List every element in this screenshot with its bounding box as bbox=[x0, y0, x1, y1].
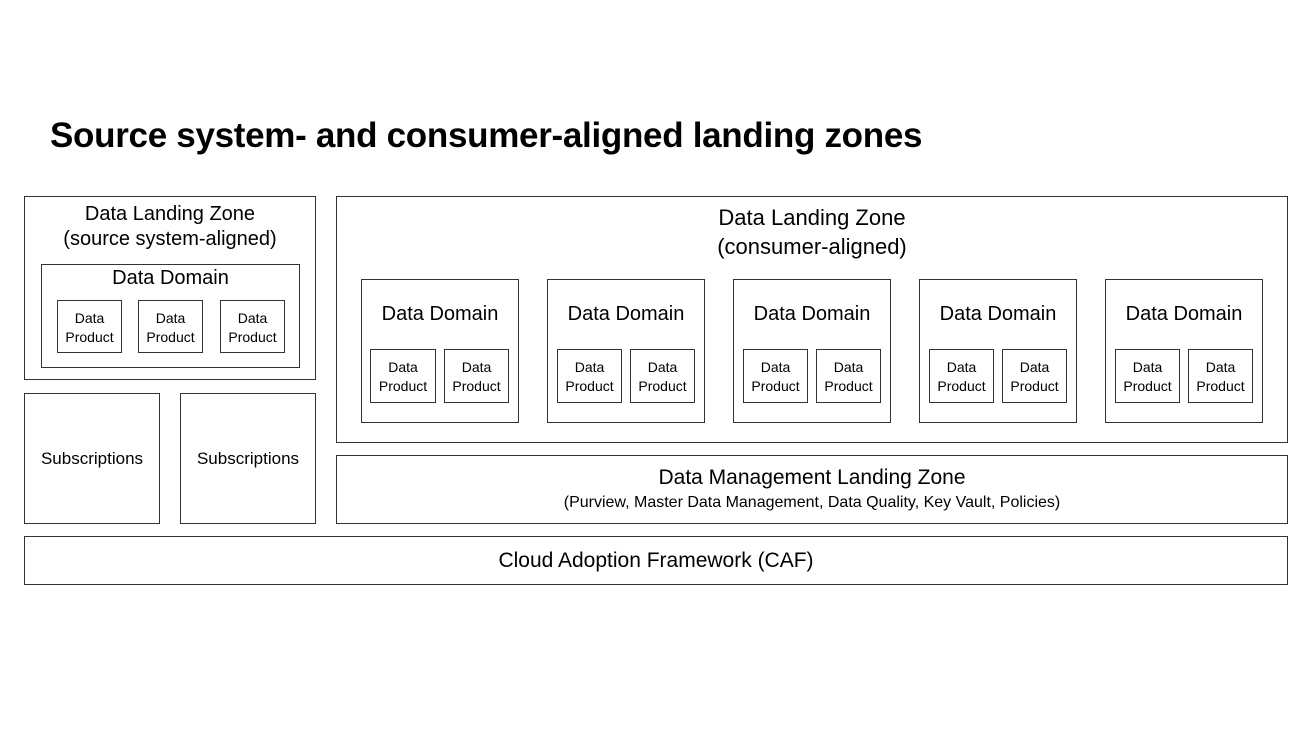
data-product-line2: Product bbox=[1196, 378, 1245, 394]
data-product-line1: Data bbox=[461, 359, 492, 375]
data-product-line1: Data bbox=[760, 359, 791, 375]
data-product-line1: Data bbox=[237, 310, 268, 326]
data-management-landing-zone: Data Management Landing Zone (Purview, M… bbox=[336, 455, 1288, 524]
consumer-zone-title-line1: Data Landing Zone bbox=[718, 205, 906, 230]
data-product-line1: Data bbox=[946, 359, 977, 375]
consumer-data-domain: Data Domain Data Product Data Product bbox=[733, 279, 891, 423]
data-product: Data Product bbox=[557, 349, 622, 403]
source-zone-title-line2: (source system-aligned) bbox=[63, 228, 277, 250]
management-zone-title: Data Management Landing Zone bbox=[658, 466, 966, 489]
data-product: Data Product bbox=[630, 349, 695, 403]
subscriptions-label: Subscriptions bbox=[40, 448, 144, 468]
subscriptions-box: Subscriptions bbox=[24, 393, 160, 524]
data-product-line1: Data bbox=[388, 359, 418, 375]
consumer-data-domain: Data Domain Data Product Data Product bbox=[361, 279, 519, 423]
data-product-line1: Data bbox=[574, 359, 605, 375]
data-product: Data Product bbox=[220, 300, 285, 353]
source-data-domain: Data Domain Data Product Data Product Da… bbox=[41, 264, 300, 368]
consumer-zone-title-line2: (consumer-aligned) bbox=[717, 234, 907, 259]
data-product-line1: Data bbox=[1132, 359, 1163, 375]
data-product: Data Product bbox=[370, 349, 436, 403]
page-title: Source system- and consumer-aligned land… bbox=[50, 116, 923, 155]
data-product: Data Product bbox=[138, 300, 203, 353]
source-landing-zone: Data Landing Zone (source system-aligned… bbox=[24, 196, 316, 380]
data-product-line2: Product bbox=[751, 378, 800, 394]
data-product: Data Product bbox=[444, 349, 509, 403]
data-product-line2: Product bbox=[565, 378, 614, 394]
data-product-line1: Data bbox=[647, 359, 678, 375]
data-domain-label: Data Domain bbox=[753, 303, 871, 325]
data-product-line1: Data bbox=[74, 310, 105, 326]
data-domain-label: Data Domain bbox=[1125, 303, 1243, 325]
data-product-line2: Product bbox=[452, 378, 501, 394]
data-product-line1: Data bbox=[1205, 359, 1236, 375]
data-product-line2: Product bbox=[638, 378, 687, 394]
data-domain-label: Data Domain bbox=[939, 303, 1057, 325]
data-product-line1: Data bbox=[1019, 359, 1050, 375]
data-product-line1: Data bbox=[833, 359, 864, 375]
consumer-data-domain: Data Domain Data Product Data Product bbox=[919, 279, 1077, 423]
subscriptions-box: Subscriptions bbox=[180, 393, 316, 524]
data-product: Data Product bbox=[1115, 349, 1180, 403]
data-product-line2: Product bbox=[146, 329, 195, 345]
data-product: Data Product bbox=[1188, 349, 1253, 403]
data-product: Data Product bbox=[57, 300, 122, 353]
source-zone-title-line1: Data Landing Zone bbox=[84, 203, 256, 225]
data-product: Data Product bbox=[929, 349, 994, 403]
data-product-line2: Product bbox=[824, 378, 873, 394]
data-product: Data Product bbox=[1002, 349, 1067, 403]
data-domain-label: Data Domain bbox=[112, 267, 229, 289]
data-product: Data Product bbox=[816, 349, 881, 403]
data-domain-label: Data Domain bbox=[381, 303, 499, 325]
data-product-line2: Product bbox=[228, 329, 277, 345]
subscriptions-label: Subscriptions bbox=[196, 448, 300, 468]
caf-bar: Cloud Adoption Framework (CAF) bbox=[24, 536, 1288, 585]
caf-label: Cloud Adoption Framework (CAF) bbox=[498, 548, 814, 572]
management-zone-subtitle: (Purview, Master Data Management, Data Q… bbox=[563, 494, 1061, 511]
data-product-line2: Product bbox=[1010, 378, 1059, 394]
data-product-line1: Data bbox=[155, 310, 186, 326]
consumer-data-domain: Data Domain Data Product Data Product bbox=[1105, 279, 1263, 423]
data-product-line2: Product bbox=[937, 378, 986, 394]
data-product-line2: Product bbox=[1123, 378, 1172, 394]
consumer-landing-zone: Data Landing Zone (consumer-aligned) Dat… bbox=[336, 196, 1288, 443]
data-product-line2: Product bbox=[65, 329, 114, 345]
data-product-line2: Product bbox=[378, 378, 428, 394]
data-domain-label: Data Domain bbox=[567, 303, 685, 325]
consumer-data-domain: Data Domain Data Product Data Product bbox=[547, 279, 705, 423]
data-product: Data Product bbox=[743, 349, 808, 403]
